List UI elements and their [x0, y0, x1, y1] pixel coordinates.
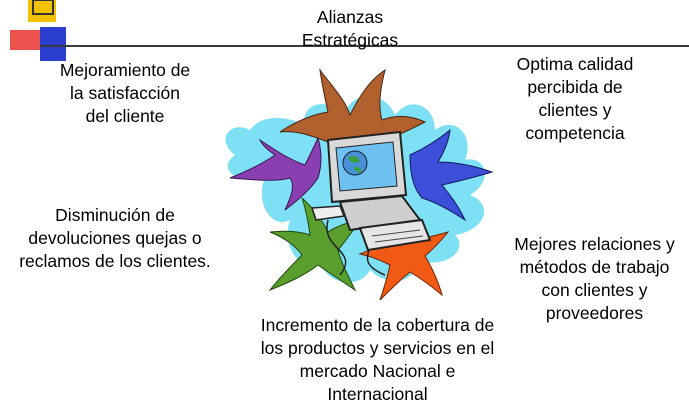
- computer-icon: [310, 130, 432, 252]
- benefit-bottom: Incremento de la cobertura de los produc…: [260, 315, 495, 404]
- globe-icon: [342, 150, 368, 176]
- benefit-middle-right: Mejores relaciones y métodos de trabajo …: [514, 234, 675, 323]
- benefit-middle-left: Disminución de devoluciones quejas o rec…: [19, 205, 211, 271]
- blue-star: [409, 128, 494, 222]
- slide-decoration: [10, 0, 689, 61]
- blue-square: [40, 27, 66, 61]
- yellow-square: [28, 0, 56, 22]
- dark-square-outline: [32, 0, 54, 15]
- benefit-top-right: Optima calidad percibida de clientes y c…: [516, 54, 634, 143]
- clipart-computer-splash: [225, 68, 494, 301]
- benefit-top-left: Mejoramiento de la satisfacción del clie…: [59, 60, 191, 126]
- slide-title: Alianzas Estratégicas: [301, 7, 399, 50]
- purple-star: [229, 136, 322, 211]
- cable: [326, 219, 347, 276]
